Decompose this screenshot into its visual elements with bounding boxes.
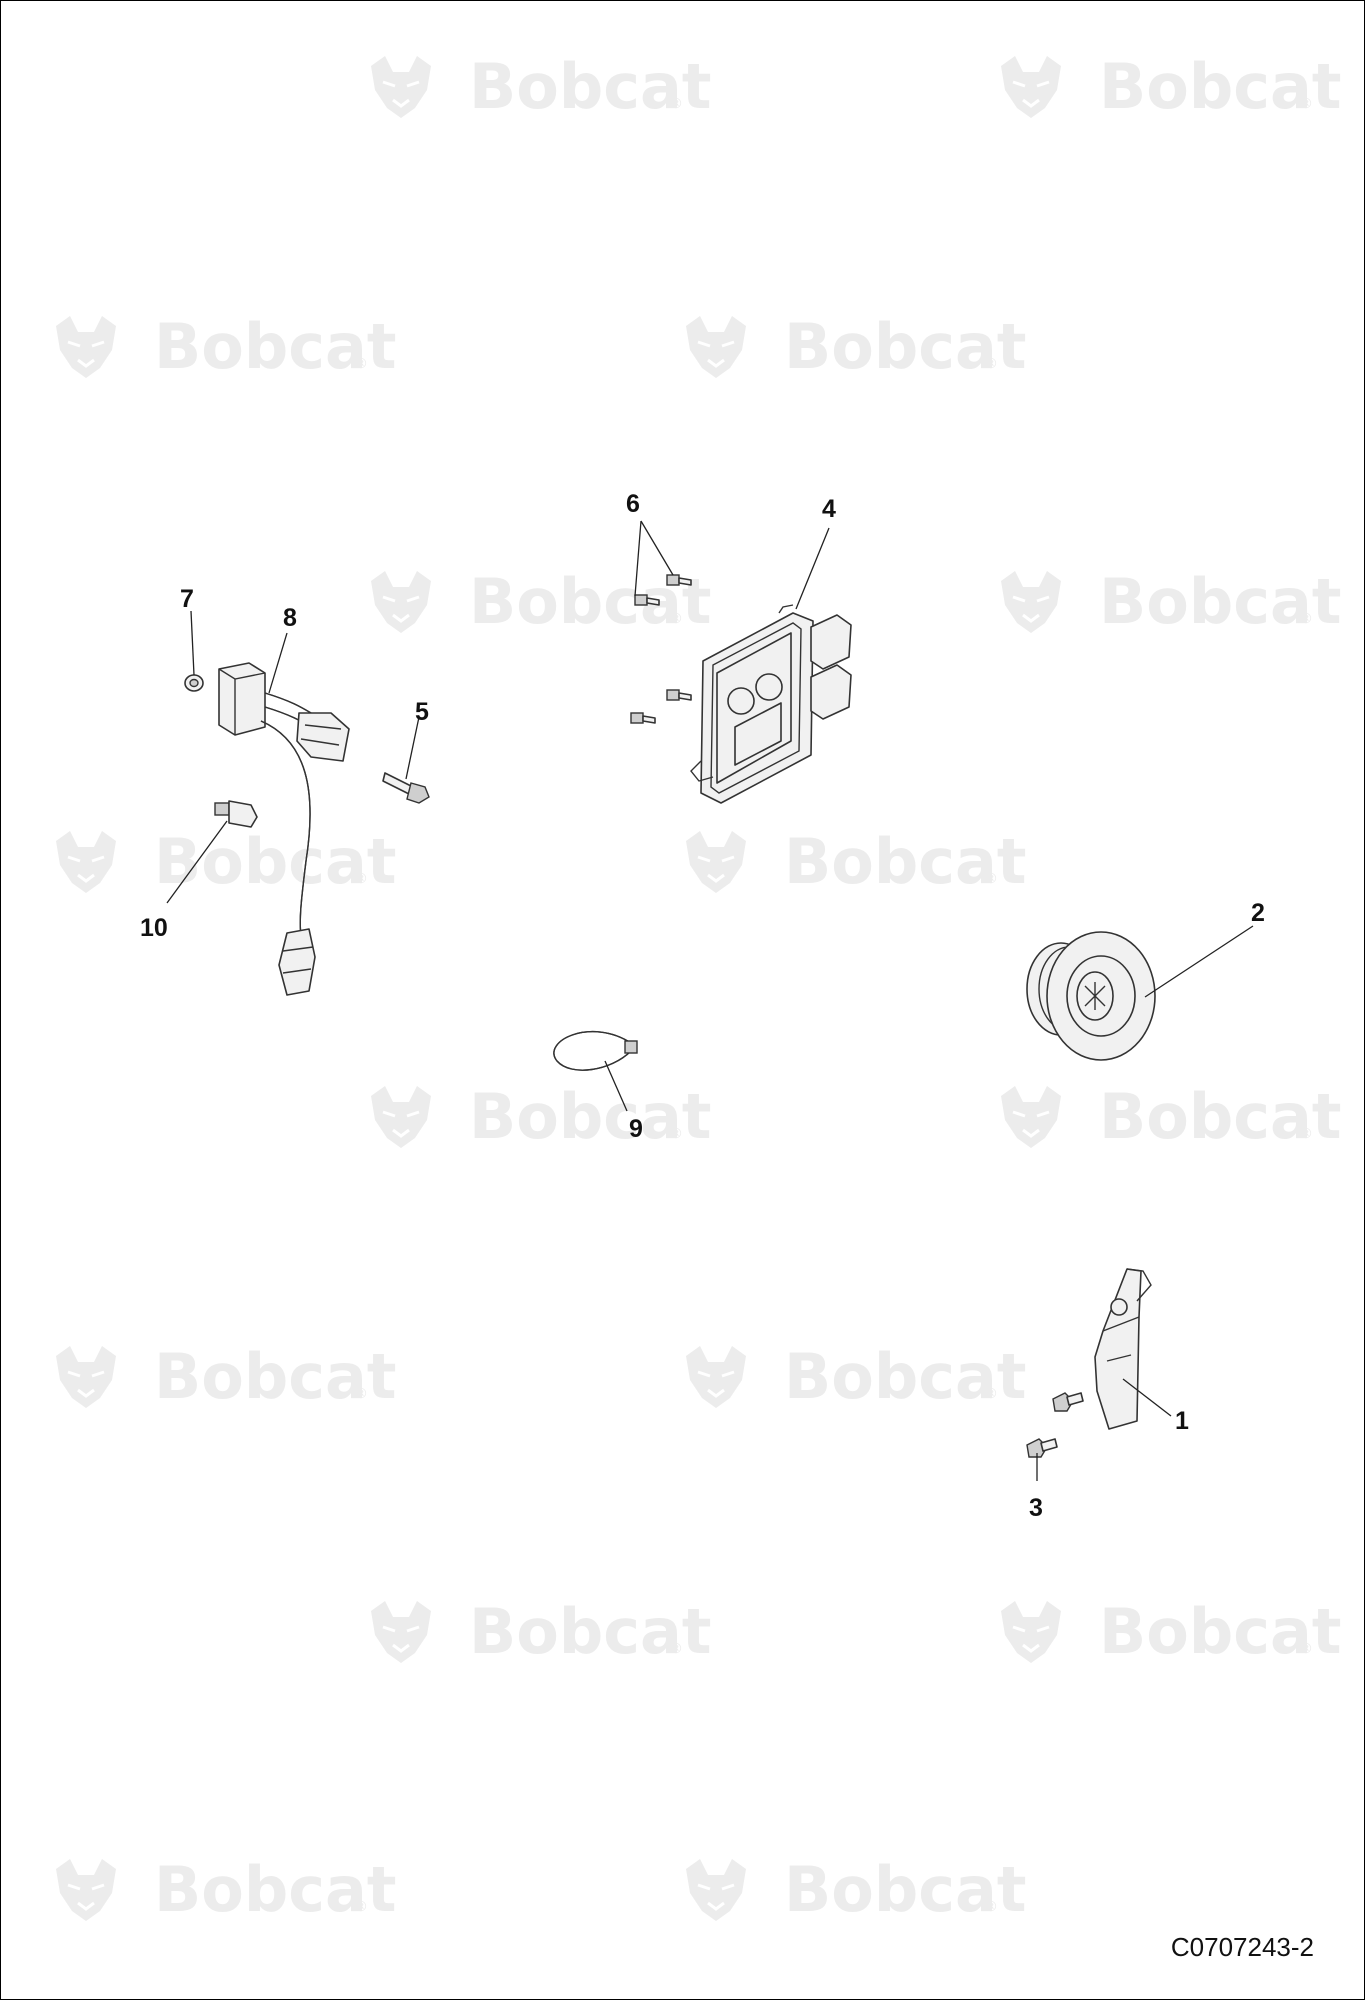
- leader-8: [268, 632, 288, 694]
- part-5-bolt: [382, 772, 430, 804]
- watermark: Bobcat ®: [684, 1340, 1026, 1413]
- part-3-bolts: [1026, 1392, 1084, 1458]
- part-4-ecu-module: [690, 604, 852, 804]
- watermark-mark: ®: [984, 1386, 998, 1402]
- watermark-text: Bobcat: [784, 825, 1026, 898]
- bobcat-logo-icon: [684, 314, 748, 380]
- bobcat-logo-icon: [54, 829, 118, 895]
- watermark-text: Bobcat: [469, 1595, 711, 1668]
- callout-6: 6: [626, 490, 640, 518]
- watermark-mark: ®: [354, 1386, 368, 1402]
- leader-1: [1122, 1378, 1172, 1417]
- leader-7: [190, 610, 195, 676]
- bobcat-logo-icon: [54, 314, 118, 380]
- watermark: Bobcat ®: [369, 1595, 711, 1668]
- watermark-text: Bobcat: [154, 1340, 396, 1413]
- bobcat-logo-icon: [684, 1857, 748, 1923]
- watermark-mark: ®: [1299, 1641, 1313, 1657]
- bobcat-logo-icon: [684, 829, 748, 895]
- callout-8: 8: [283, 604, 297, 632]
- callout-10: 10: [140, 914, 168, 942]
- watermark-text: Bobcat: [469, 1080, 711, 1153]
- watermark: Bobcat ®: [999, 565, 1341, 638]
- watermark-text: Bobcat: [154, 1853, 396, 1926]
- watermark-mark: ®: [354, 1899, 368, 1915]
- callout-4: 4: [822, 495, 836, 523]
- leader-6b: [640, 520, 674, 576]
- watermark: Bobcat ®: [999, 1595, 1341, 1668]
- watermark-mark: ®: [984, 871, 998, 887]
- watermark-mark: ®: [354, 356, 368, 372]
- watermark: Bobcat ®: [54, 825, 396, 898]
- watermark: Bobcat ®: [999, 50, 1341, 123]
- watermark-mark: ®: [354, 871, 368, 887]
- watermark-layer: Bobcat ® Bobcat ® Bobcat ® Bobcat ® Bobc…: [54, 50, 1341, 1926]
- watermark: Bobcat ®: [54, 310, 396, 383]
- watermark: Bobcat ®: [369, 50, 711, 123]
- watermark: Bobcat ®: [369, 1080, 711, 1153]
- watermark: Bobcat ®: [684, 825, 1026, 898]
- watermark-text: Bobcat: [1099, 50, 1341, 123]
- watermark-mark: ®: [669, 1126, 683, 1142]
- watermark: Bobcat ®: [54, 1340, 396, 1413]
- bobcat-logo-icon: [54, 1344, 118, 1410]
- leader-2: [1144, 925, 1254, 998]
- bobcat-logo-icon: [999, 54, 1063, 120]
- watermark-text: Bobcat: [784, 310, 1026, 383]
- watermark-text: Bobcat: [1099, 1080, 1341, 1153]
- watermark-text: Bobcat: [154, 310, 396, 383]
- watermark-mark: ®: [1299, 96, 1313, 112]
- callout-labels: 1 2 3 4 5 6 7 8 9 10: [140, 490, 1265, 1522]
- part-6-screws: [630, 574, 692, 724]
- callout-9: 9: [629, 1115, 643, 1143]
- callout-5: 5: [415, 698, 429, 726]
- watermark-mark: ®: [984, 356, 998, 372]
- callout-3: 3: [1029, 1494, 1043, 1522]
- watermark: Bobcat ®: [54, 1853, 396, 1926]
- watermark: Bobcat ®: [369, 565, 711, 638]
- part-10-sensor: [214, 800, 258, 828]
- callout-7: 7: [180, 585, 194, 613]
- callout-2: 2: [1251, 899, 1265, 927]
- part-8-relay-harness: [218, 662, 350, 996]
- watermark-mark: ®: [984, 1899, 998, 1915]
- bobcat-logo-icon: [369, 1084, 433, 1150]
- watermark-mark: ®: [1299, 611, 1313, 627]
- watermark-text: Bobcat: [784, 1853, 1026, 1926]
- watermark-mark: ®: [669, 96, 683, 112]
- watermark-text: Bobcat: [469, 50, 711, 123]
- bobcat-logo-icon: [999, 569, 1063, 635]
- leader-9: [604, 1060, 628, 1112]
- bobcat-logo-icon: [54, 1857, 118, 1923]
- part-9-cable-tie: [553, 1030, 638, 1071]
- part-2-grommet: [1026, 931, 1156, 1061]
- bobcat-logo-icon: [999, 1599, 1063, 1665]
- watermark-mark: ®: [669, 1641, 683, 1657]
- watermark-text: Bobcat: [1099, 1595, 1341, 1668]
- leader-10: [166, 820, 228, 904]
- leader-6a: [634, 520, 642, 597]
- bobcat-logo-icon: [369, 54, 433, 120]
- leader-4: [795, 527, 830, 610]
- watermark-text: Bobcat: [784, 1340, 1026, 1413]
- watermark-mark: ®: [669, 611, 683, 627]
- watermark-mark: ®: [1299, 1126, 1313, 1142]
- bobcat-logo-icon: [369, 1599, 433, 1665]
- bobcat-logo-icon: [999, 1084, 1063, 1150]
- watermark-text: Bobcat: [1099, 565, 1341, 638]
- figure-code: C0707243-2: [1170, 1932, 1314, 1962]
- bobcat-logo-icon: [369, 569, 433, 635]
- watermark: Bobcat ®: [684, 1853, 1026, 1926]
- leader-5: [405, 716, 420, 780]
- bobcat-logo-icon: [684, 1344, 748, 1410]
- callout-1: 1: [1175, 1407, 1189, 1435]
- watermark-text: Bobcat: [154, 825, 396, 898]
- leader-lines: [166, 520, 1254, 1481]
- watermark: Bobcat ®: [684, 310, 1026, 383]
- watermark: Bobcat ®: [999, 1080, 1341, 1153]
- part-1-bracket: [1094, 1268, 1152, 1430]
- part-7-nut: [184, 674, 204, 692]
